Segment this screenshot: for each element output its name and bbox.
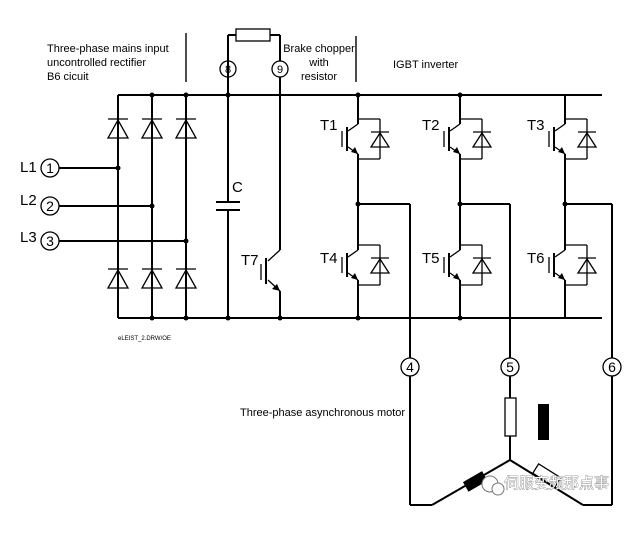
watermark: 伺服变频那点事 <box>481 474 609 496</box>
t6-label: T6 <box>527 250 545 267</box>
junction-dot <box>183 315 189 321</box>
igbt-t1: T1 <box>320 114 391 164</box>
terminal-9-label: 9 <box>277 64 283 76</box>
t2-label: T2 <box>422 117 440 134</box>
junction-dot <box>149 92 155 98</box>
phase-label-l3: L3 <box>20 229 37 246</box>
brake-resistor <box>228 28 281 61</box>
terminal-3-label: 3 <box>46 233 54 249</box>
phase-label-l1: L1 <box>20 159 37 176</box>
output-wire-4: 4 <box>400 204 432 506</box>
drawing-code: eLEIST_2.DRW/OE <box>118 336 171 342</box>
motor-winding <box>504 397 517 437</box>
inverter-leg-2 <box>457 95 510 318</box>
phase-input-l2: L2 2 <box>20 192 155 216</box>
terminal-4-label: 4 <box>406 359 414 375</box>
motor-winding <box>462 471 488 492</box>
chopper-title-line1: Brake chopper <box>283 43 355 55</box>
motor-rotor <box>538 404 549 440</box>
t1-label: T1 <box>320 117 338 134</box>
rectifier-title-line2: uncontrolled rectifier <box>47 57 146 69</box>
t5-label: T5 <box>422 250 440 267</box>
rectifier-leg-3 <box>174 95 198 318</box>
output-wire-6: 6 <box>583 204 622 506</box>
igbt-t3: T3 <box>527 114 598 164</box>
watermark-text: 伺服变频那点事 <box>504 474 609 492</box>
junction-dot <box>183 92 189 98</box>
terminal-8: 8 <box>219 60 237 78</box>
capacitor-label: C <box>232 179 243 196</box>
terminal-1-label: 1 <box>46 160 54 176</box>
t4-label: T4 <box>320 250 338 267</box>
terminal-5-label: 5 <box>506 359 514 375</box>
phase-label-l2: L2 <box>20 192 37 209</box>
motor-winding <box>531 462 562 488</box>
motor-title: Three-phase asynchronous motor <box>240 407 405 419</box>
terminal-6-label: 6 <box>608 359 616 375</box>
igbt-t2: T2 <box>422 114 493 164</box>
dc-link-capacitor: C <box>216 35 243 318</box>
inverter-title: IGBT inverter <box>393 59 459 71</box>
phase-input-l3: L3 3 <box>20 229 189 251</box>
igbt-t5: T5 <box>422 240 493 290</box>
terminal-2-label: 2 <box>46 198 54 214</box>
inverter-leg-3 <box>562 95 612 318</box>
igbt-t6: T6 <box>527 240 598 290</box>
rectifier-title-line3: B6 cicuit <box>47 71 89 83</box>
motor-windings <box>431 397 584 506</box>
t7-label: T7 <box>241 252 259 269</box>
t3-label: T3 <box>527 117 545 134</box>
terminal-9: 9 <box>271 60 289 78</box>
output-wire-5: 5 <box>500 204 520 398</box>
chopper-title-line2: with <box>308 57 329 69</box>
inverter-leg-1 <box>355 95 410 318</box>
terminal-8-label: 8 <box>225 64 231 76</box>
junction-dot <box>149 315 155 321</box>
chopper-title-line3: resistor <box>301 71 337 83</box>
igbt-t4: T4 <box>320 240 391 290</box>
phase-input-l1: L1 1 <box>20 158 121 178</box>
chopper-transistor-t7: T7 <box>241 77 281 318</box>
rectifier-title-line1: Three-phase mains input <box>47 43 169 55</box>
